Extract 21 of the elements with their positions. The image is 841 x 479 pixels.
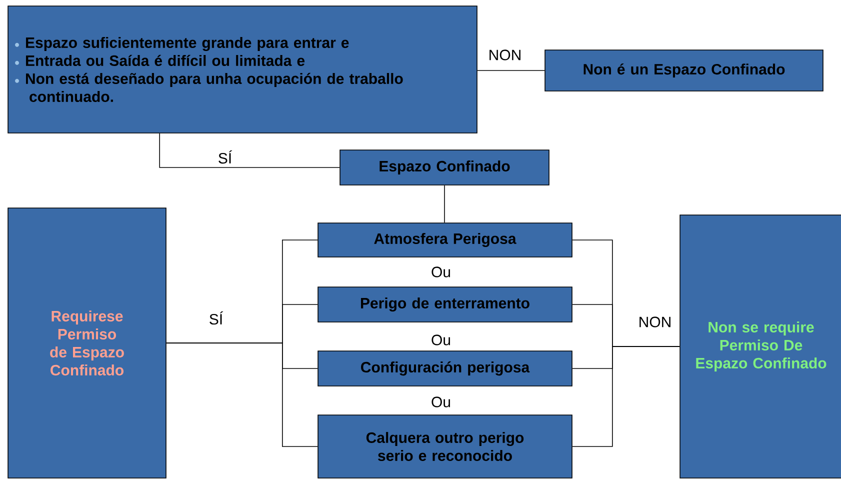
process-box: Espazo suficientemente grande para entrar e Entrada ou Saída é difícil ou limitada e Non está deseñado para unha ocupación de traballo continuado. <box>8 6 478 134</box>
connector-line <box>444 184 445 223</box>
connector-line <box>166 342 318 447</box>
connector-word: Ou <box>432 396 450 408</box>
process-box: Atmosfera Perigosa <box>318 222 572 258</box>
process-box: Calquera outro perigo serio e reconocido <box>318 414 572 478</box>
process-box: Espazo Confinado <box>340 150 550 186</box>
connector-line <box>477 70 545 71</box>
process-box: Configuración perigosa <box>318 350 572 386</box>
edge-label: NON <box>640 316 670 328</box>
edge-label: SÍ <box>210 311 224 325</box>
connector-word: Ou <box>432 266 450 278</box>
connector-line <box>159 133 340 168</box>
process-box: Non é un Espazo Confinado <box>544 50 824 92</box>
edge-label: SÍ <box>218 150 232 164</box>
process-box: Non se require Permiso De Espazo Confinado <box>680 214 841 478</box>
connector-word: Ou <box>432 334 450 346</box>
edge-label: NON <box>490 50 520 60</box>
process-box: Perigo de enterramento <box>318 286 572 322</box>
process-box: Requirese Permiso de Espazo Confinado <box>8 208 166 478</box>
connector-line <box>572 346 680 447</box>
